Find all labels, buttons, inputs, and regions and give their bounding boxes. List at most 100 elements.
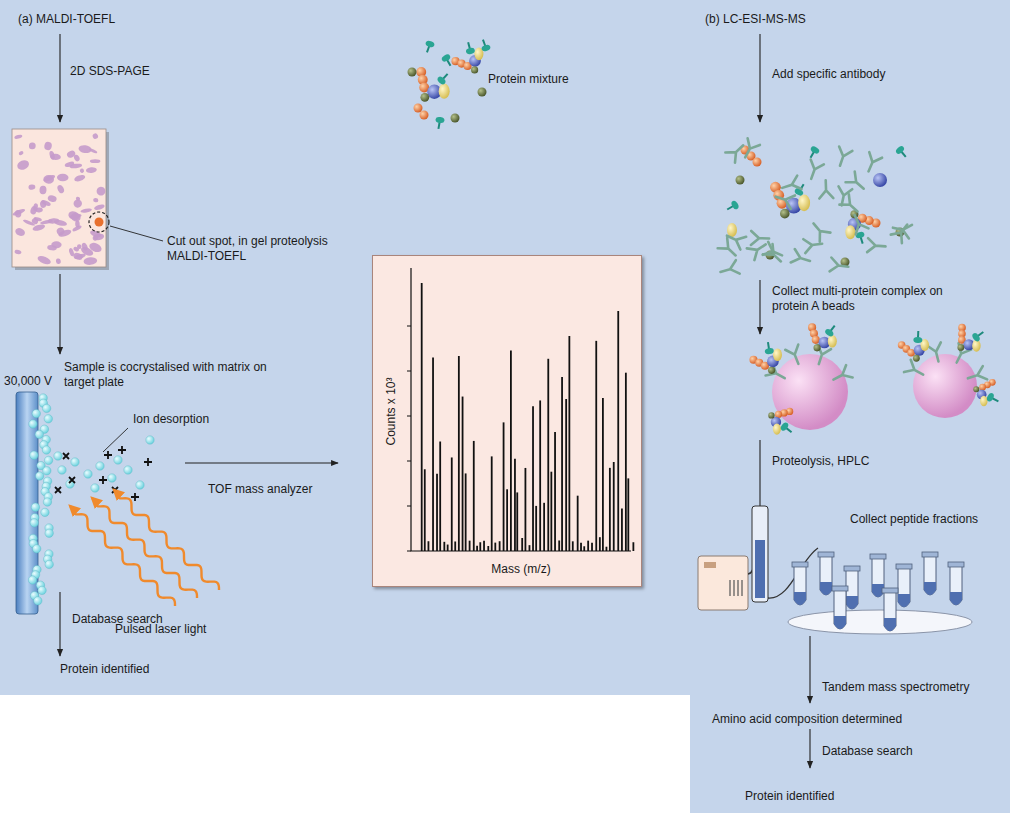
figure-path <box>819 180 834 198</box>
figure-path <box>820 582 832 595</box>
hplc-pump <box>698 556 748 610</box>
figure-ellipse <box>18 150 24 155</box>
figure-path <box>867 238 886 253</box>
flow-arrow <box>759 280 760 334</box>
figure-circle <box>451 114 460 123</box>
figure-group <box>833 146 852 168</box>
figure-circle <box>34 597 42 605</box>
figure-path <box>747 239 770 261</box>
result-label: Protein identified <box>745 789 834 804</box>
figure-ellipse <box>64 161 75 168</box>
figure-path <box>69 477 75 483</box>
figure-group <box>763 244 786 267</box>
figure-circle <box>84 470 92 478</box>
figure-ellipse <box>56 258 62 264</box>
figure-path <box>950 592 962 605</box>
figure-path <box>55 487 61 493</box>
pump-slot <box>737 580 738 596</box>
figure-circle <box>979 384 986 391</box>
figure-line <box>550 472 552 551</box>
figure-ellipse <box>36 254 51 266</box>
figure-line <box>572 541 574 551</box>
figure-ellipse <box>74 174 86 183</box>
figure-circle <box>30 451 38 459</box>
figure-path <box>898 594 910 607</box>
figure-group <box>725 200 740 214</box>
figure-circle <box>32 409 40 417</box>
figure-circle <box>28 576 36 584</box>
leader-line <box>103 428 128 452</box>
figure-circle <box>420 93 429 102</box>
figure-path <box>834 590 846 629</box>
figure-group <box>891 221 912 239</box>
figure-ellipse <box>895 145 906 155</box>
figure-line <box>532 406 534 551</box>
figure-group <box>70 490 219 606</box>
step-label: 2D SDS-PAGE <box>70 64 150 79</box>
figure-circle <box>45 529 53 537</box>
step-label: Proteolysis, HPLC <box>772 454 869 469</box>
figure-group <box>764 342 775 355</box>
figure-ellipse <box>32 223 46 232</box>
figure-ellipse <box>90 159 100 163</box>
figure-line <box>577 496 579 551</box>
figure-group <box>830 365 852 386</box>
figure-circle <box>71 458 79 466</box>
figure-circle <box>957 344 964 351</box>
figure-path <box>830 258 850 274</box>
figure-ellipse <box>43 174 56 183</box>
figure-line <box>609 468 611 551</box>
figure-line <box>407 326 411 327</box>
figure-ellipse <box>73 252 84 261</box>
figure-group <box>848 212 868 234</box>
figure-path <box>862 152 882 174</box>
figure-path <box>794 592 806 605</box>
figure-rect <box>818 552 834 557</box>
panel-heading: (b) LC-ESI-MS-MS <box>705 12 806 27</box>
figure-line <box>535 506 537 551</box>
figure-group <box>846 172 869 194</box>
figure-path <box>805 160 824 182</box>
figure-line <box>432 357 434 551</box>
flow-arrow <box>809 636 810 703</box>
figure-ellipse <box>14 134 23 140</box>
figure-rect <box>870 554 886 559</box>
figure-line <box>565 399 567 551</box>
figure-line <box>602 398 604 551</box>
figure-path <box>63 453 69 459</box>
figure-path <box>785 345 805 367</box>
figure-group <box>792 552 964 631</box>
figure-line <box>617 311 619 551</box>
figure-path <box>808 219 830 242</box>
figure-group <box>830 258 850 274</box>
figure-line <box>443 542 445 551</box>
figure-line <box>454 541 456 551</box>
figure-group <box>791 249 812 268</box>
flow-arrow <box>759 34 760 122</box>
figure-ellipse <box>481 44 492 53</box>
figure-ellipse <box>773 423 781 434</box>
figure-circle <box>471 66 478 73</box>
figure-group <box>747 239 770 261</box>
figure-rect <box>896 564 912 569</box>
figure-path <box>834 616 846 629</box>
step-label: Collect multi-protein complex on protein… <box>772 284 972 314</box>
figure-circle <box>38 586 46 594</box>
figure-path <box>739 138 760 160</box>
figure-ellipse <box>79 168 85 174</box>
figure-path <box>891 221 912 239</box>
figure-ellipse <box>80 208 92 214</box>
figure-line <box>539 400 541 551</box>
flow-arrow <box>59 34 60 122</box>
figure-circle <box>35 472 43 480</box>
panel-heading: (a) MALDI-TOEFL <box>18 12 115 27</box>
figure-ellipse <box>727 223 737 237</box>
figure-circle <box>108 474 116 482</box>
figure-ellipse <box>824 328 835 338</box>
figure-group <box>730 580 742 596</box>
figure-path <box>950 566 962 605</box>
figure-ellipse <box>39 200 46 208</box>
figure-rect <box>948 562 964 567</box>
tube-rack <box>788 610 972 634</box>
figure-line <box>613 462 615 551</box>
